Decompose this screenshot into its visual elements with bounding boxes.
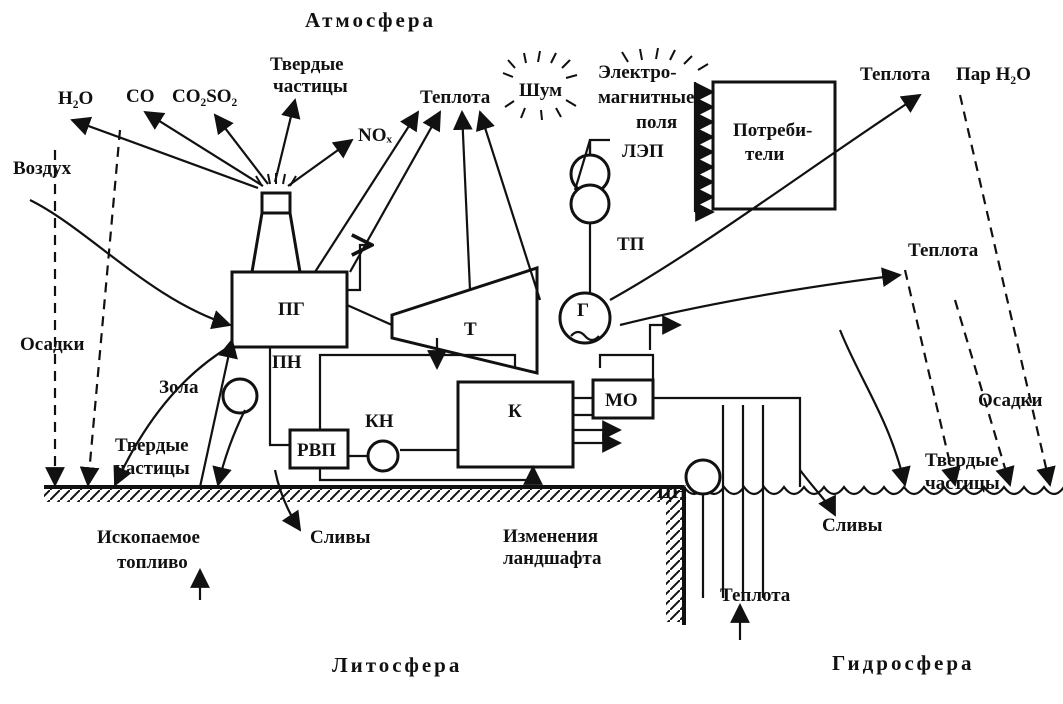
h2o-label: H₂O — [58, 88, 93, 109]
cooling-water-lines — [573, 315, 802, 640]
power-lines — [588, 82, 715, 293]
emf-label-1: Электро- — [598, 62, 677, 83]
solid-right-label-1: Твердые — [925, 450, 999, 471]
landscape-label-2: ландшафта — [503, 548, 602, 569]
noise-icon — [502, 50, 578, 121]
precip-left-dash-2 — [79, 129, 122, 487]
solid-particles-left-arrow — [113, 344, 233, 487]
solid-right-label-2: частицы — [925, 473, 1000, 494]
nox-label: NOₓ — [358, 125, 393, 146]
heat-right-low-arrow — [619, 267, 902, 327]
heat-water-label: Теплота — [720, 585, 791, 606]
precip-left-label: Осадки — [20, 334, 85, 355]
heat-top-label: Теплота — [420, 87, 491, 108]
lithosphere-ground — [44, 485, 686, 625]
transformer — [569, 153, 611, 225]
rvp-box — [288, 428, 350, 470]
feed-pump-label: ПН — [272, 352, 302, 373]
atmosphere-label: Атмосфера — [305, 8, 436, 32]
heat-right-low-label: Теплота — [908, 240, 979, 261]
steam-line — [347, 245, 372, 292]
hydrosphere-label: Гидросфера — [832, 651, 975, 675]
drains-right-arrow — [799, 469, 836, 517]
lithosphere-label: Литосфера — [332, 653, 462, 677]
condensate-pump — [366, 439, 400, 473]
drains-left-label: Сливы — [310, 527, 371, 548]
drains-left-arrow — [273, 469, 302, 532]
chimney — [250, 173, 302, 274]
heat-right-arrow — [609, 93, 922, 301]
generator-label: Г — [577, 300, 589, 321]
precip-right-label: Осадки — [978, 390, 1043, 411]
emf-field-icon — [621, 47, 709, 71]
water-steam-cycle-lines — [268, 338, 543, 485]
turbine — [390, 265, 539, 375]
solid-particles-right-arrow — [838, 329, 911, 487]
transformer-label: ТП — [617, 234, 645, 255]
air-label: Воздух — [13, 158, 72, 179]
consumers-box — [711, 80, 837, 211]
circulation-pump — [684, 458, 722, 496]
emf-label-3: поля — [636, 112, 677, 133]
noise-label: Шум — [519, 80, 562, 101]
solid-left-label-2: частицы — [115, 458, 190, 479]
precip-right-dash-2 — [903, 269, 961, 487]
vapor-right-label: Пар H₂O — [956, 64, 1031, 85]
co2so2-label: CO₂SO₂ — [172, 86, 238, 107]
fossil-fuel-label-1: Ископаемое — [97, 527, 200, 548]
air-inflow-arrow — [29, 199, 232, 330]
rvp-label: РВП — [297, 440, 336, 461]
circulation-pump-label: ЦН — [657, 482, 687, 503]
steam-generator-label: ПГ — [278, 299, 305, 320]
heat-right-label: Теплота — [860, 64, 931, 85]
emf-label-2: магнитные — [598, 87, 694, 108]
turbine-label: Т — [464, 319, 477, 340]
drains-right-label: Сливы — [822, 515, 883, 536]
oil-cooler-label: МО — [605, 390, 638, 411]
solid-particles-top-label-2: частицы — [273, 76, 348, 97]
hydrosphere-surface — [683, 485, 1063, 496]
ash-arrow — [212, 409, 246, 487]
fuel-input-arrow — [198, 338, 238, 488]
solid-particles-top-label-1: Твердые — [270, 54, 344, 75]
condensate-pump-label: КН — [365, 411, 394, 432]
condenser-box — [456, 380, 575, 469]
generator — [558, 291, 612, 345]
heat-arrows — [314, 110, 592, 301]
chimney-emission-arrows — [70, 98, 354, 190]
landscape-label-1: Изменения — [503, 526, 598, 547]
consumers-label-1: Потреби- — [733, 120, 812, 141]
precip-right-dash-1 — [953, 299, 1015, 487]
condenser-label: К — [508, 401, 522, 422]
co-label: CO — [126, 86, 155, 107]
vapor-right-dash — [958, 94, 1056, 487]
power-line-label: ЛЭП — [622, 141, 664, 162]
solid-left-label-1: Твердые — [115, 435, 189, 456]
fossil-fuel-label-2: топливо — [117, 552, 188, 573]
steam-generator-box — [230, 270, 349, 349]
consumers-label-2: тели — [745, 144, 784, 165]
feed-pump — [221, 377, 259, 415]
